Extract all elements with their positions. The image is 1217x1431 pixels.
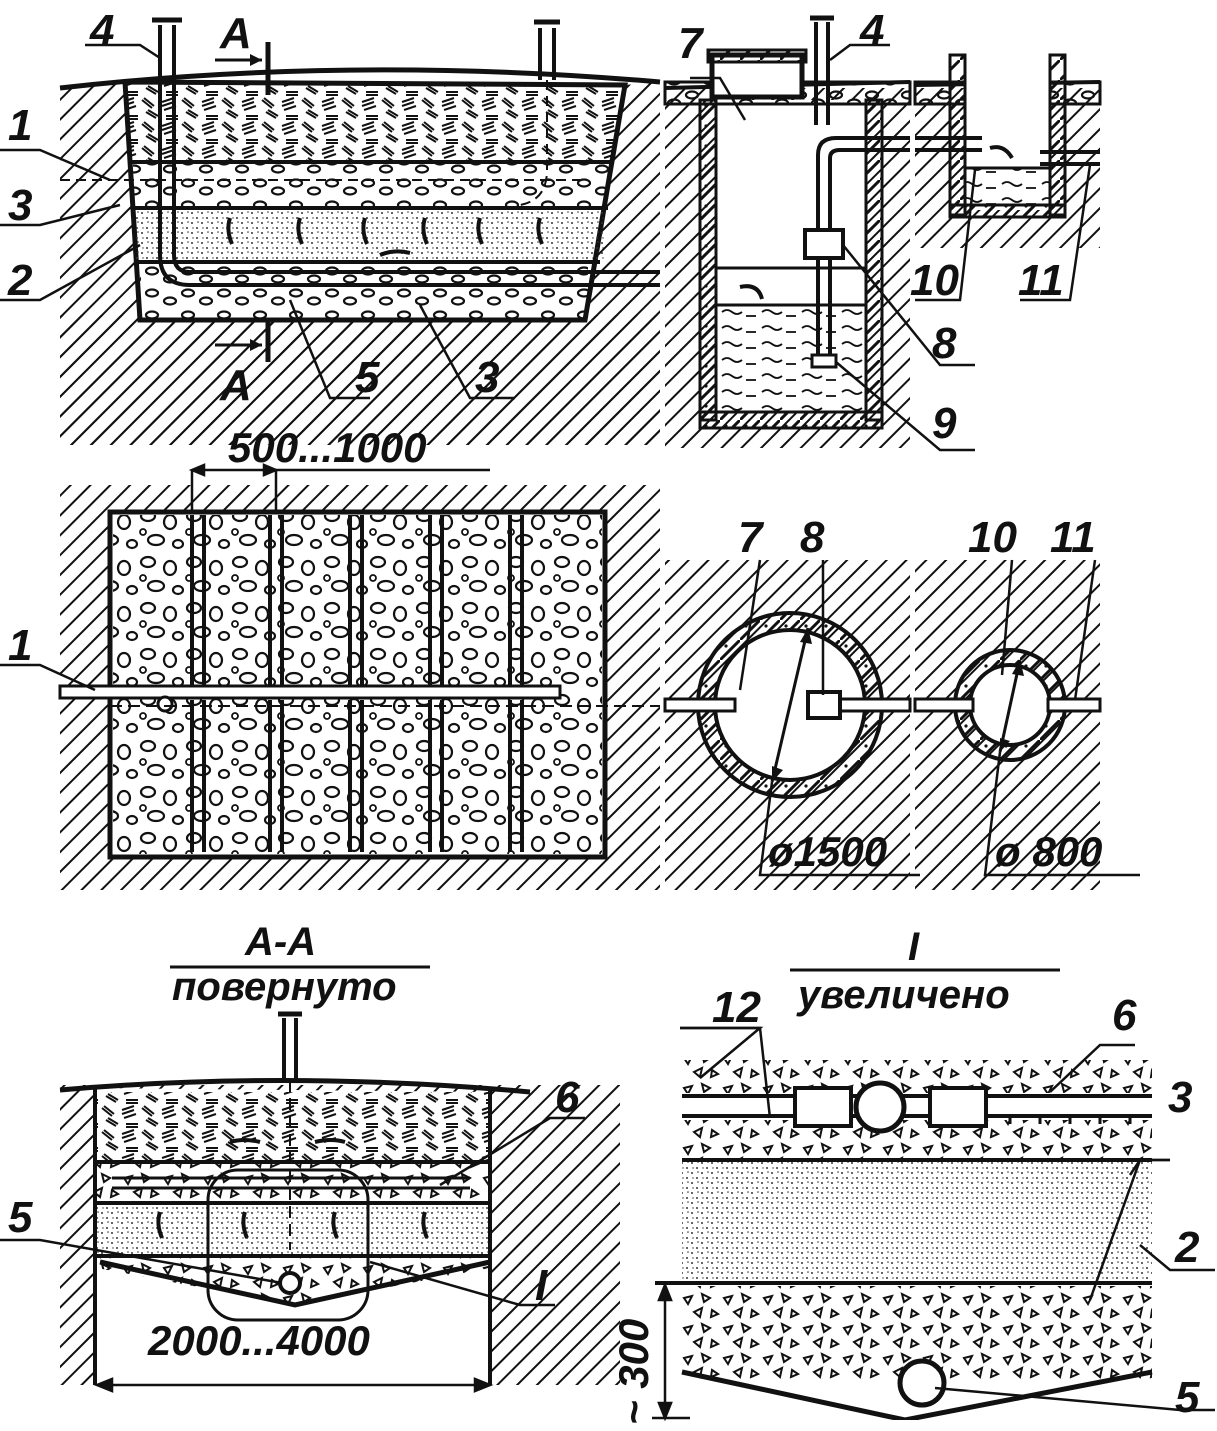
tank-wall-left: [698, 98, 718, 422]
leader-lines-tank: [690, 43, 975, 452]
label-3-bottom: 3: [475, 353, 499, 402]
vent-pipe-tank: [810, 15, 834, 125]
well-section: [913, 53, 1102, 302]
label-a-bottom: A: [219, 361, 252, 410]
dim-depth: ~ 300: [610, 1319, 657, 1425]
detail-crushed-bottom: [682, 1286, 1152, 1382]
aa-flow-arrows: [156, 1138, 429, 1239]
section-mark-a-bottom: [215, 322, 271, 362]
label-8-plan: 8: [800, 513, 825, 562]
detail-sand: [682, 1162, 1152, 1282]
dim-width: 2000...4000: [147, 1317, 370, 1364]
dimension-spacing: [188, 463, 490, 512]
section-a-a: [0, 965, 620, 1393]
detail-i-enlarged: [652, 968, 1215, 1431]
drain-lateral-pipes: [190, 515, 524, 852]
leader-lines-left: [0, 43, 515, 400]
detail-crushed-mid: [682, 1120, 1152, 1158]
aa-vent-pipe: [278, 1011, 302, 1250]
detail-drain-pipe: [897, 1358, 947, 1408]
label-5-aa: 5: [8, 1193, 33, 1242]
septic-tank-section: [663, 15, 975, 452]
aa-leaders: [0, 1116, 585, 1307]
well-water: [965, 168, 1050, 206]
inflow-arrow: [739, 284, 764, 300]
ventilation-pipe-right: [519, 19, 560, 206]
label-12: 12: [712, 983, 761, 1032]
label-5-top: 5: [355, 353, 380, 402]
well-plan-view: [913, 559, 1140, 890]
title-detail-i: I: [908, 925, 920, 969]
sand-filter-layer: [135, 209, 605, 261]
well-pipes: [915, 136, 1100, 166]
labels-layer: 4 A 1 3 2 A 5 3 7 4 10 11 8 9 500...1000…: [7, 6, 1200, 1425]
well-wall-right: [1048, 53, 1067, 217]
field-plan-view: [0, 463, 660, 890]
detail-leaders: [680, 1026, 1215, 1412]
collector-pipe-plan: [58, 684, 660, 713]
label-3-left: 3: [8, 181, 32, 230]
label-7-top: 7: [678, 19, 705, 68]
dim-tank-diameter: ø1500: [768, 828, 887, 875]
label-4-right: 4: [859, 6, 884, 55]
label-a-top: A: [219, 9, 252, 58]
label-5-detail: 5: [1175, 1373, 1200, 1422]
label-2-detail: 2: [1174, 1223, 1200, 1272]
leader-line-1: [0, 663, 96, 692]
detail-distribution-pipe: [793, 1080, 1132, 1134]
label-6-aa: 6: [555, 1073, 580, 1122]
label-7-plan: 7: [738, 513, 765, 562]
marker-i-aa: I: [535, 1261, 548, 1310]
label-6-detail: 6: [1112, 991, 1137, 1040]
detail-dimension-depth: [652, 1281, 690, 1422]
well-wall-left: [948, 53, 967, 217]
flow-arrows-down: [226, 217, 544, 257]
section-mark-a-top: [215, 42, 271, 95]
title-section-aa: A-A: [244, 920, 316, 964]
label-11-plan: 11: [1050, 513, 1096, 562]
tank-bottom: [698, 410, 884, 430]
label-11-top: 11: [1018, 256, 1064, 305]
aa-sand-layer: [97, 1204, 489, 1256]
ventilation-pipe-left: [152, 17, 660, 287]
subtitle-detail-i: увеличено: [796, 973, 1010, 1017]
label-1-plan: 1: [8, 621, 32, 670]
aa-soil-cover: [97, 1092, 489, 1162]
field-longitudinal-section: [0, 17, 661, 445]
gravel-layer-upper: [133, 163, 609, 208]
label-10-top: 10: [910, 256, 959, 305]
dim-spacing: 500...1000: [228, 424, 427, 471]
detail-crushed-top: [682, 1060, 1152, 1093]
tank-water: [716, 305, 866, 412]
label-1-top: 1: [8, 101, 32, 150]
label-8-top: 8: [932, 319, 957, 368]
aa-dimension-width: [93, 1377, 494, 1393]
soil-cover-layer: [126, 84, 624, 162]
subtitle-section-aa: повернуто: [172, 965, 397, 1009]
label-9: 9: [932, 399, 957, 448]
label-2-left: 2: [7, 256, 33, 305]
label-4-left: 4: [89, 6, 114, 55]
dim-well-diameter: ø 800: [995, 828, 1102, 875]
tank-plan-view: [663, 559, 920, 890]
label-3-detail: 3: [1168, 1073, 1192, 1122]
label-10-plan: 10: [968, 513, 1017, 562]
overflow-pipe: [803, 136, 910, 369]
leader-lines-well: [915, 164, 1092, 302]
